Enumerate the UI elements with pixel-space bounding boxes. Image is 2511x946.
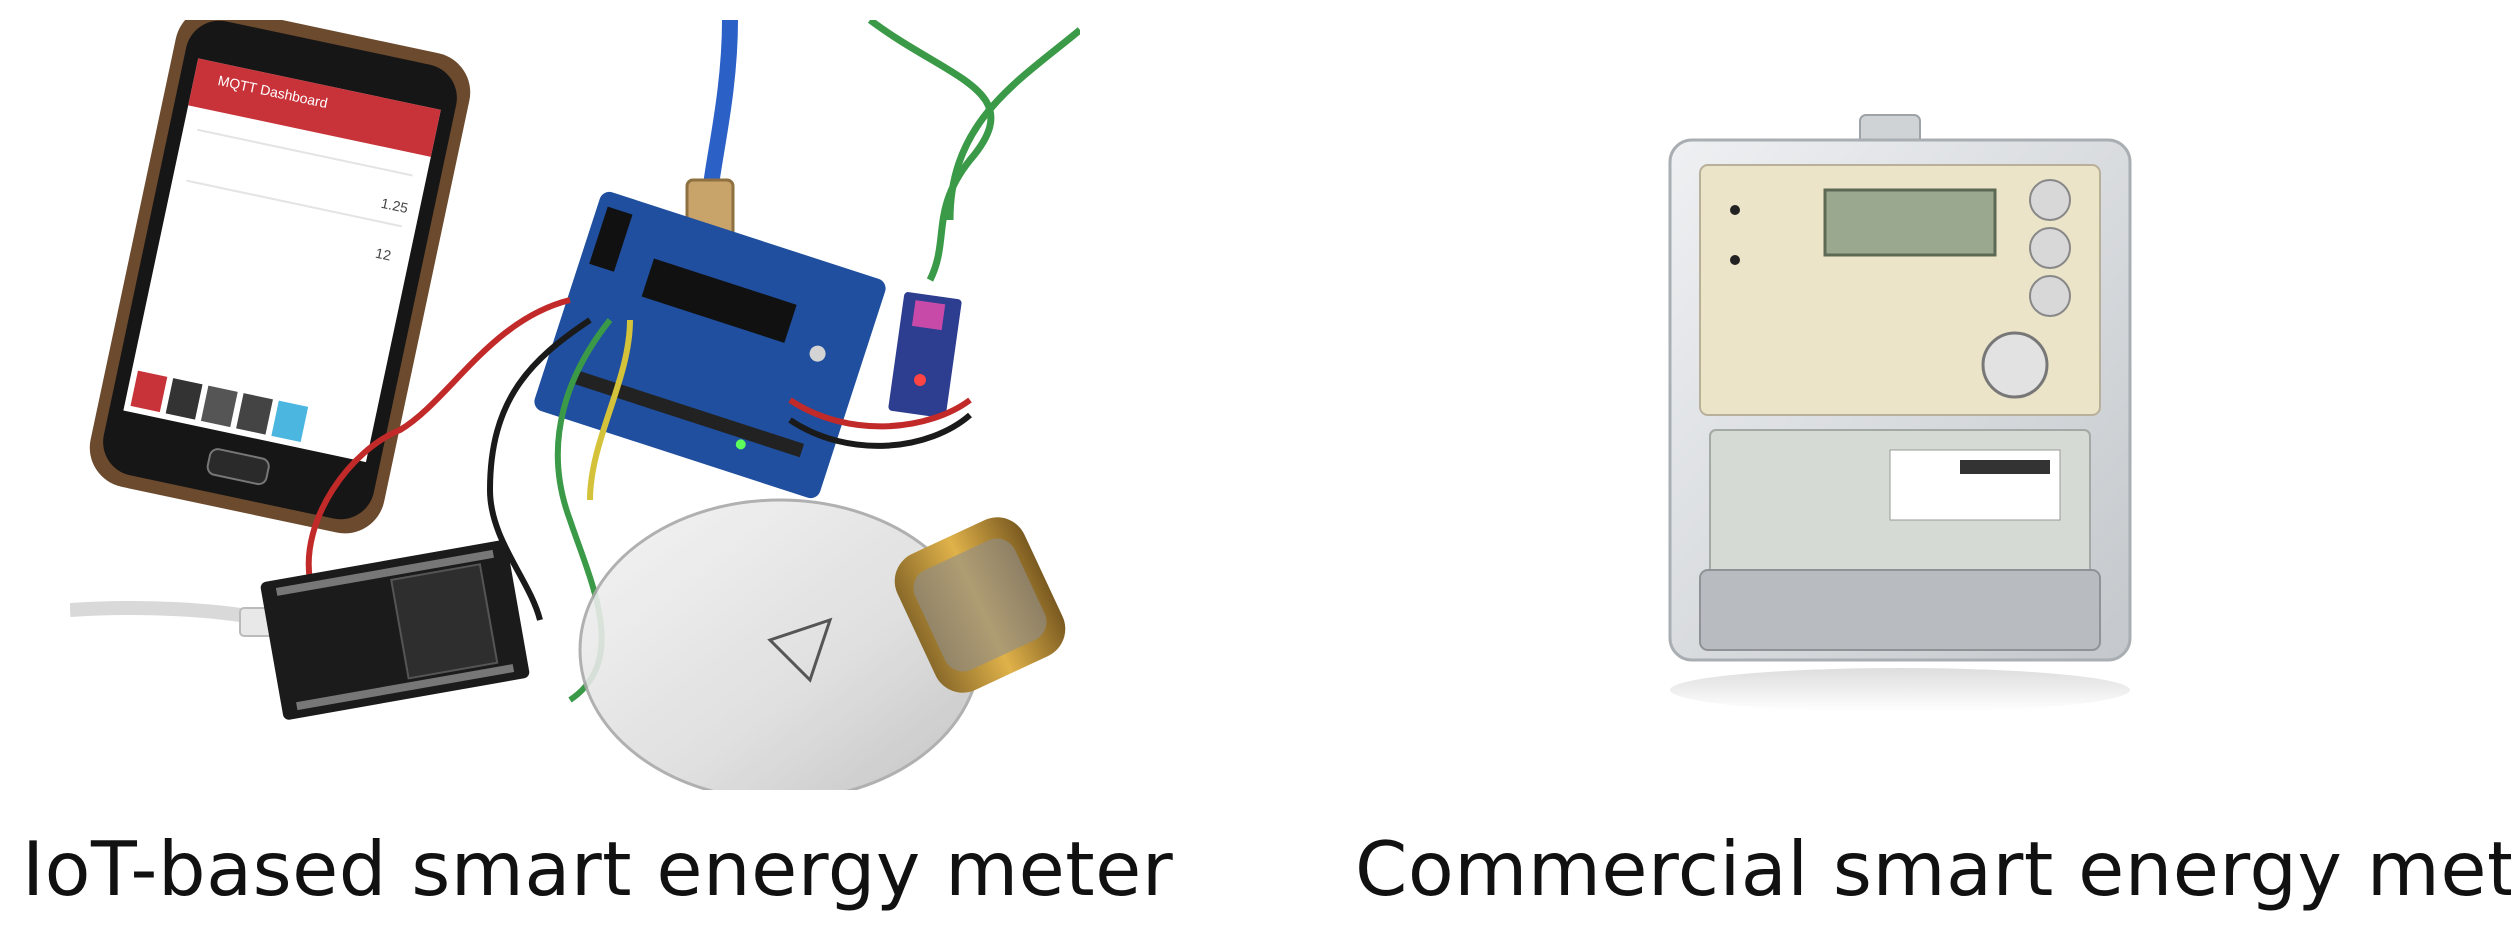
arduino-board-icon bbox=[534, 191, 886, 499]
phone-app-header bbox=[188, 58, 441, 157]
iot-meter-photo: MQTT Dashboard 1.25 12 bbox=[70, 20, 1080, 790]
caption-commercial-meter: Commercial smart energy meter bbox=[1355, 825, 2511, 913]
caption-iot-meter: IoT-based smart energy meter bbox=[22, 825, 1174, 913]
smart-meter-icon bbox=[1668, 114, 2132, 712]
phone-reading-1: 1.25 bbox=[380, 195, 410, 216]
smartphone-icon: MQTT Dashboard 1.25 12 bbox=[89, 20, 471, 534]
commercial-meter-photo bbox=[1668, 114, 2132, 712]
light-bulb-icon bbox=[578, 498, 1066, 790]
esp8266-board-icon bbox=[260, 540, 530, 720]
phone-reading-2: 12 bbox=[374, 245, 393, 264]
